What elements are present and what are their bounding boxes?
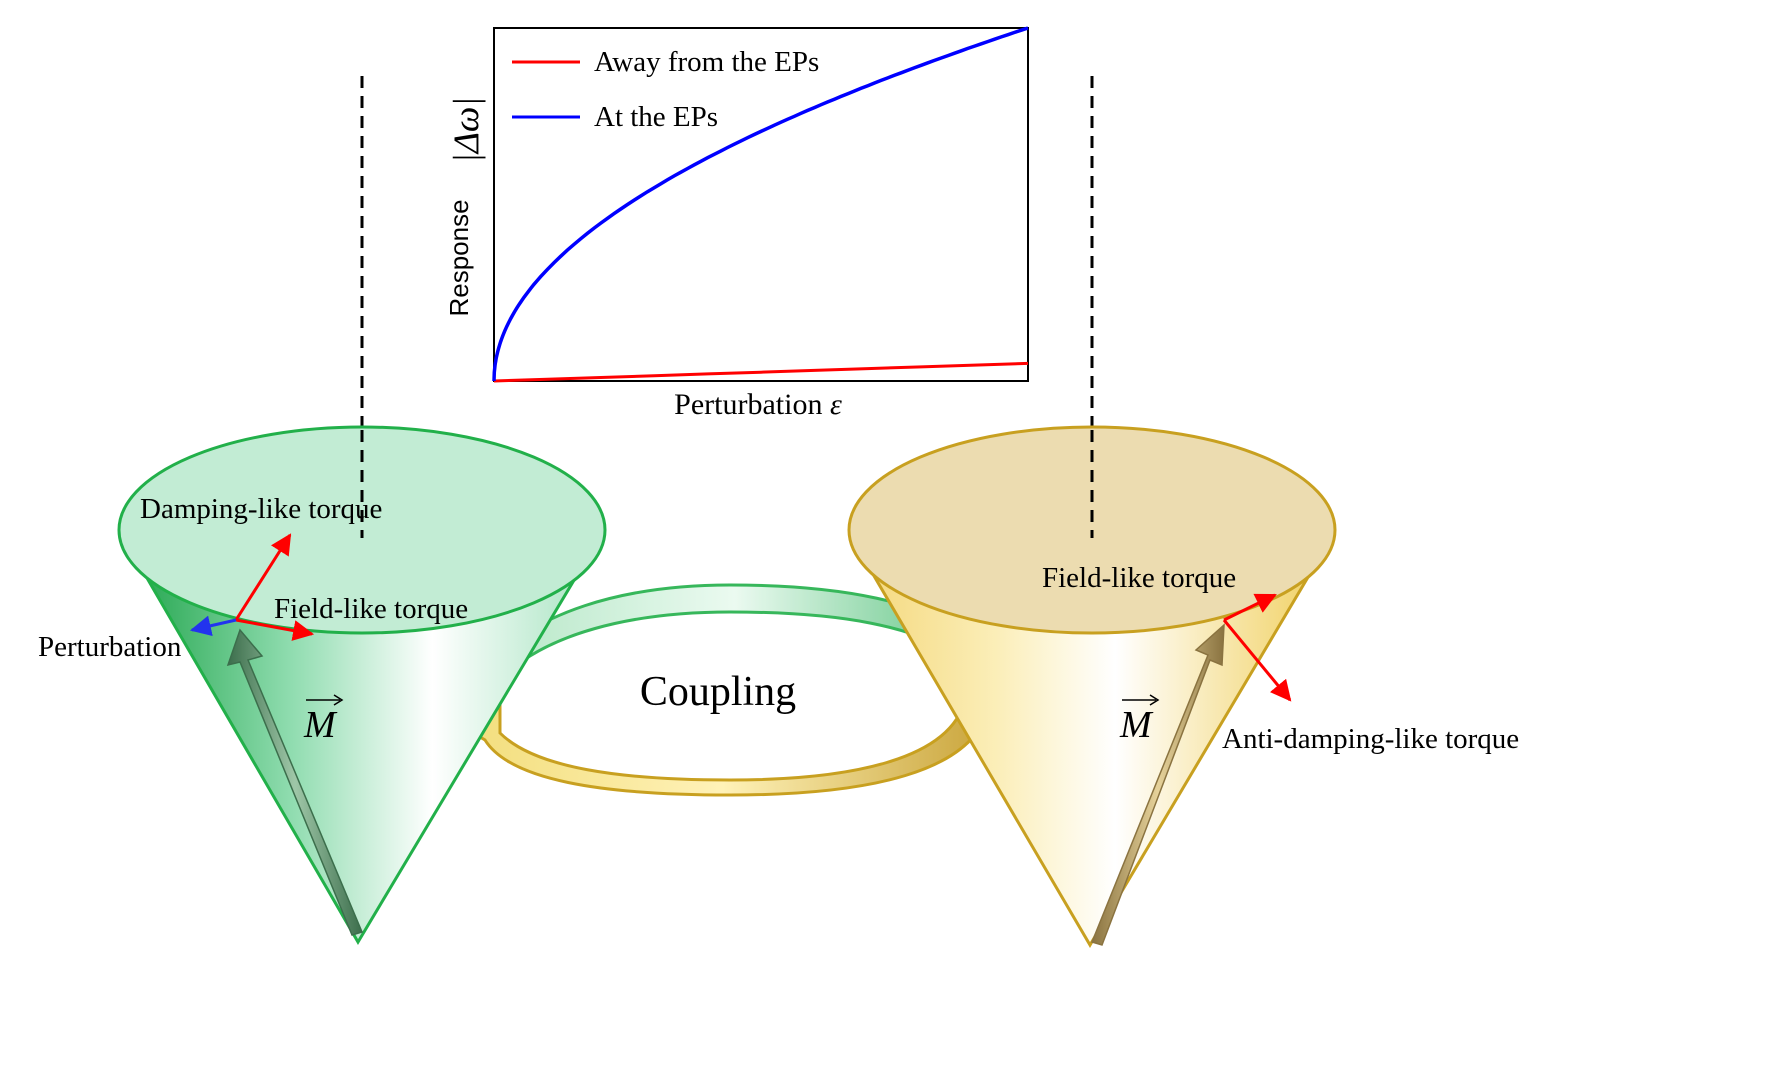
legend-label-away: Away from the EPs bbox=[594, 46, 819, 78]
left-damping-label: Damping-like torque bbox=[140, 493, 382, 525]
y-axis-label-symbol: |Δω| bbox=[446, 97, 486, 163]
series-line-away-from-eps bbox=[493, 361, 1029, 383]
coupling-label: Coupling bbox=[640, 669, 796, 715]
left-magnetization-arrow bbox=[226, 628, 364, 936]
left-field-arrow bbox=[235, 618, 315, 641]
chart-frame bbox=[493, 27, 1029, 382]
left-perturbation-label: Perturbation bbox=[38, 631, 182, 663]
right-anti-damping-arrow bbox=[1222, 619, 1292, 702]
left-field-label: Field-like torque bbox=[274, 593, 468, 625]
legend-label-at: At the EPs bbox=[594, 101, 718, 133]
series-line-at-eps bbox=[492, 26, 1029, 382]
x-axis-label: Perturbation ε bbox=[674, 388, 842, 421]
chart-legend: Away from the EPs At the EPs bbox=[512, 46, 819, 133]
right-moment-label: M bbox=[1119, 694, 1160, 746]
left-perturbation-arrow bbox=[189, 615, 237, 637]
right-anti-damping-label: Anti-damping-like torque bbox=[1222, 723, 1519, 755]
left-damping-arrow bbox=[234, 533, 292, 621]
left-moment-label: M bbox=[303, 694, 344, 746]
right-magnetization-arrow bbox=[1090, 623, 1225, 946]
right-cone: Field-like torque Anti-damping-like torq… bbox=[847, 425, 1519, 948]
left-cone: Damping-like torque Field-like torque Pe… bbox=[38, 425, 607, 945]
right-field-arrow bbox=[1223, 593, 1277, 622]
right-field-label: Field-like torque bbox=[1042, 562, 1236, 594]
y-axis-label-word: Response bbox=[444, 199, 474, 316]
inset-chart: Away from the EPs At the EPs Perturbatio… bbox=[444, 26, 1029, 421]
svg-text:M: M bbox=[1119, 704, 1154, 746]
svg-text:M: M bbox=[303, 704, 338, 746]
